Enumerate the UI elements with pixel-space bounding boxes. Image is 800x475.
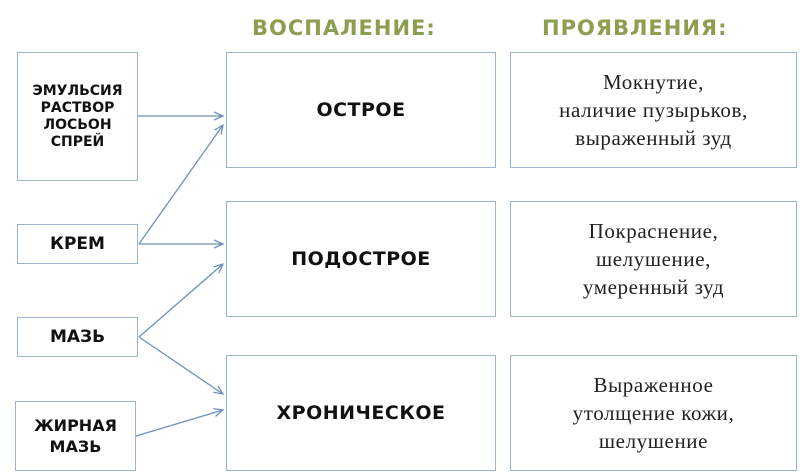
manifestation-line: выраженный зуд [575,126,732,150]
header-manifestations: ПРОЯВЛЕНИЯ: [542,16,728,40]
arrow-cream-to-acute [138,125,223,245]
form-label: КРЕМ [50,233,105,254]
header-inflammation: ВОСПАЛЕНИЕ: [252,16,436,40]
form-label: ЭМУЛЬСИЯ [32,82,123,99]
manifestation-line: наличие пузырьков, [559,98,748,122]
form-label: МАЗЬ [49,437,102,456]
form-box-cream: КРЕМ [17,224,138,264]
form-label: СПРЕЙ [50,133,105,150]
form-label-group: ЭМУЛЬСИЯ РАСТВОР ЛОСЬОН СПРЕЙ [32,83,122,151]
manifestation-line: умеренный зуд [582,275,725,299]
form-label: МАЗЬ [49,326,106,347]
form-label-group: ЖИРНАЯ МАЗЬ [34,415,117,457]
form-box-ointment: МАЗЬ [17,317,138,357]
manifestation-box-acute: Мокнутие, наличие пузырьков, выраженный … [510,52,797,168]
manifestation-box-subacute: Покраснение, шелушение, умеренный зуд [510,201,797,317]
form-label: РАСТВОР [40,99,115,116]
stage-box-subacute: ПОДОСТРОЕ [226,201,496,317]
form-box-emulsion: ЭМУЛЬСИЯ РАСТВОР ЛОСЬОН СПРЕЙ [17,52,138,181]
stage-label: ХРОНИЧЕСКОЕ [276,402,446,424]
stage-box-chronic: ХРОНИЧЕСКОЕ [226,355,496,471]
manifestation-line: Покраснение, [588,219,719,243]
stage-label: ПОДОСТРОЕ [291,248,431,270]
manifestation-text: Выраженное утолщение кожи, шелушение [573,371,735,455]
manifestation-line: шелушение, [595,247,711,271]
stage-box-acute: ОСТРОЕ [226,52,496,168]
manifestation-line: Мокнутие, [603,70,704,94]
stage-label: ОСТРОЕ [316,99,406,121]
form-box-fatty-ointment: ЖИРНАЯ МАЗЬ [15,401,136,471]
manifestation-line: шелушение [598,429,709,453]
arrow-ointment-to-chronic [138,336,223,394]
form-label: ЛОСЬОН [43,116,112,133]
arrow-fatty-ointment-to-chronic [135,410,223,437]
arrow-ointment-to-subacute [138,264,223,338]
manifestation-text: Мокнутие, наличие пузырьков, выраженный … [559,68,748,152]
manifestation-text: Покраснение, шелушение, умеренный зуд [583,217,724,301]
form-label: ЖИРНАЯ [34,416,117,435]
manifestation-box-chronic: Выраженное утолщение кожи, шелушение [510,355,797,471]
manifestation-line: Выраженное [593,373,714,397]
manifestation-line: утолщение кожи, [572,401,735,425]
